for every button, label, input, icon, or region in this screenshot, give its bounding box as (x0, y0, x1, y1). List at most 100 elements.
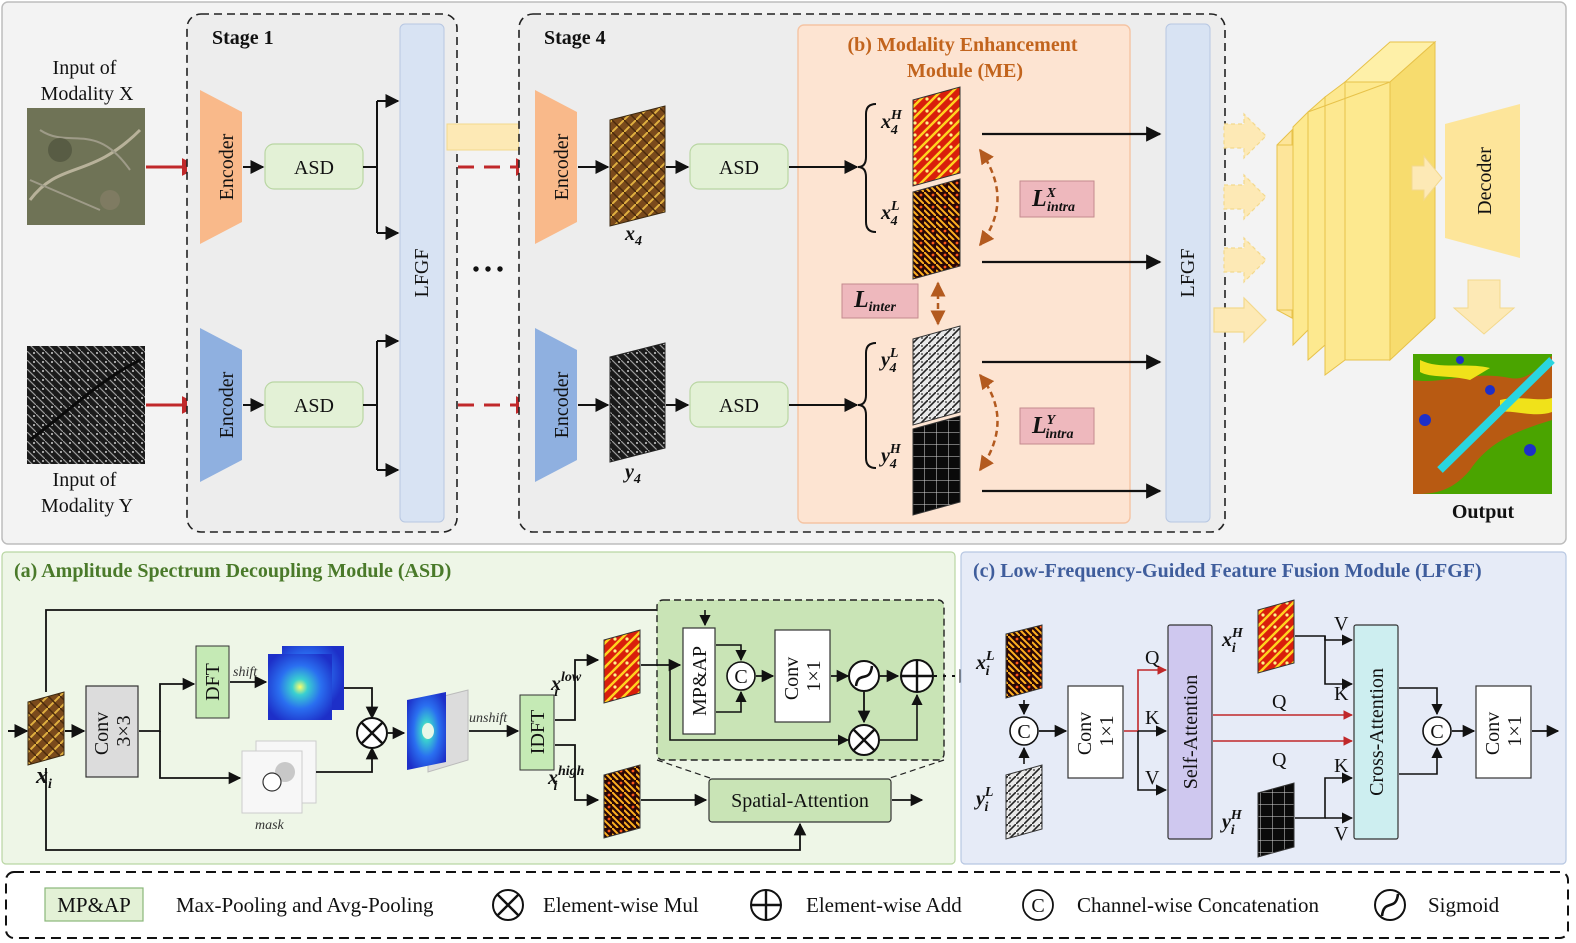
asd-dft-label: DFT (202, 663, 224, 701)
stage1-lfgf (399, 23, 445, 523)
lfgf-concat-1: C (1009, 716, 1039, 746)
stage-ellipsis: • • • (472, 259, 503, 281)
x4H-map (912, 86, 961, 187)
asd-conv1 (774, 629, 831, 723)
asd-title: (a) Amplitude Spectrum Decoupling Module… (14, 560, 451, 582)
stage1-fork-y (363, 334, 400, 477)
to-decoder-arrow (1411, 154, 1443, 202)
stage1-fork-x (363, 94, 400, 240)
legend-sigmoid-desc: Sigmoid (1428, 893, 1500, 917)
loss-intra-y-arrow (978, 373, 999, 472)
input-y-image (27, 346, 145, 464)
arrow (555, 653, 600, 721)
lfgf-cross-attention-label: Cross-Attention (1366, 668, 1388, 796)
arrow (555, 744, 600, 807)
lfgf-conv1-in-label: Conv 1×1 (1074, 707, 1118, 755)
y4L-map (912, 325, 961, 426)
asd-conv3-label: Conv 3×3 (91, 707, 135, 755)
asd-to-mask (159, 731, 242, 785)
stage4-asd-x (689, 143, 789, 190)
stage1-label: Stage 1 (212, 27, 274, 49)
stage4-encoder-x (535, 90, 577, 244)
x4-label: x4 (624, 223, 642, 249)
stage4-lfgf (1165, 23, 1211, 523)
to-output-arrow (1452, 279, 1516, 335)
asd-mpap (682, 627, 716, 735)
asd-sigmoid (848, 660, 880, 692)
stage1-encoder-x-label: Encoder (216, 133, 238, 200)
y4H-map (912, 415, 961, 516)
stage4-asd-y-label: ASD (719, 395, 759, 417)
mask-center (262, 772, 282, 792)
lfgf-yiH-k (1295, 772, 1354, 819)
stage1-lfgf-label: LFGF (411, 249, 433, 298)
lfgf-q-in (1124, 665, 1167, 732)
asd-to-dft (139, 677, 196, 732)
legend-sigmoid-icon (1374, 889, 1406, 921)
y4-label: y4 (623, 461, 641, 487)
asd-idft (519, 694, 555, 771)
stage1-asd-y-label: ASD (294, 395, 334, 417)
stage4-encoder-y (535, 328, 577, 482)
me-title: (b) Modality Enhancement Module (ME) (848, 34, 1083, 82)
spectrum-front (268, 654, 332, 720)
stage4-asd-x-label: ASD (719, 157, 759, 179)
lfgf-q-label-1: Q (1145, 647, 1160, 669)
asd-conv1-label: Conv 1×1 (781, 652, 825, 700)
me-module (797, 24, 1131, 524)
asd-concat: C (726, 661, 756, 691)
loss-intra-y-box (1019, 407, 1095, 445)
legend-mpap-swatch (44, 887, 144, 922)
lfgf-conv1-out-label: Conv 1×1 (1482, 707, 1526, 755)
stage4-label: Stage 4 (544, 27, 606, 49)
y4-feature-map (609, 342, 666, 463)
feature-pyramid (1276, 40, 1437, 376)
lfgf-conv1-out (1475, 685, 1532, 779)
lfgf-q-label-2: Q (1272, 691, 1287, 713)
arrow (716, 690, 747, 713)
asd-spatial-attention-label: Spatial-Attention (731, 790, 869, 812)
input-x-image (27, 108, 145, 225)
output-map (1413, 354, 1555, 494)
asd-xi-low-map (603, 629, 641, 704)
lfgf-yiH-map (1257, 782, 1295, 858)
input-y-label: Input of Modality Y (41, 469, 133, 517)
legend-mpap-desc: Max-Pooling and Avg-Pooling (176, 893, 434, 917)
asd-mask-label: mask (255, 818, 285, 833)
lfgf-title: (c) Low-Frequency-Guided Feature Fusion … (973, 560, 1482, 582)
svg-text:C: C (1430, 721, 1443, 743)
stage4-encoder-y-label: Encoder (551, 371, 573, 438)
lfgf-xiH-k (1324, 636, 1354, 690)
legend-mul-icon (492, 889, 524, 921)
asd-conv3 (85, 685, 139, 778)
stage1-encoder-y-label: Encoder (216, 371, 238, 438)
decoder-label: Decoder (1474, 147, 1496, 215)
lfgf-conv1-in (1067, 685, 1124, 779)
lfgf-yiL-map (1005, 764, 1043, 840)
asd-skip-bottom (45, 768, 807, 851)
loss-intra-x-box (1019, 180, 1095, 218)
lfgf-k-label-1: K (1145, 707, 1160, 729)
lfgf-self-attention (1167, 624, 1213, 840)
arrow (344, 687, 379, 720)
asd-spatial-attention (708, 778, 892, 823)
legend-box (5, 871, 1569, 939)
arrow (1399, 687, 1443, 716)
lfgf-v-label-2: V (1334, 613, 1349, 635)
lfgf-v-label-1: V (1145, 767, 1160, 789)
svg-text:C: C (734, 666, 747, 688)
asd-xi-high-map (603, 764, 641, 839)
legend-concat-desc: Channel-wise Concatenation (1077, 893, 1320, 917)
svg-text:C: C (1017, 721, 1030, 743)
masked-spectrum-hole (422, 723, 434, 739)
loss-inter-label: Linter (853, 287, 896, 315)
asd-shift-label: shift (233, 665, 258, 680)
lfgf-concat-2: C (1422, 716, 1452, 746)
